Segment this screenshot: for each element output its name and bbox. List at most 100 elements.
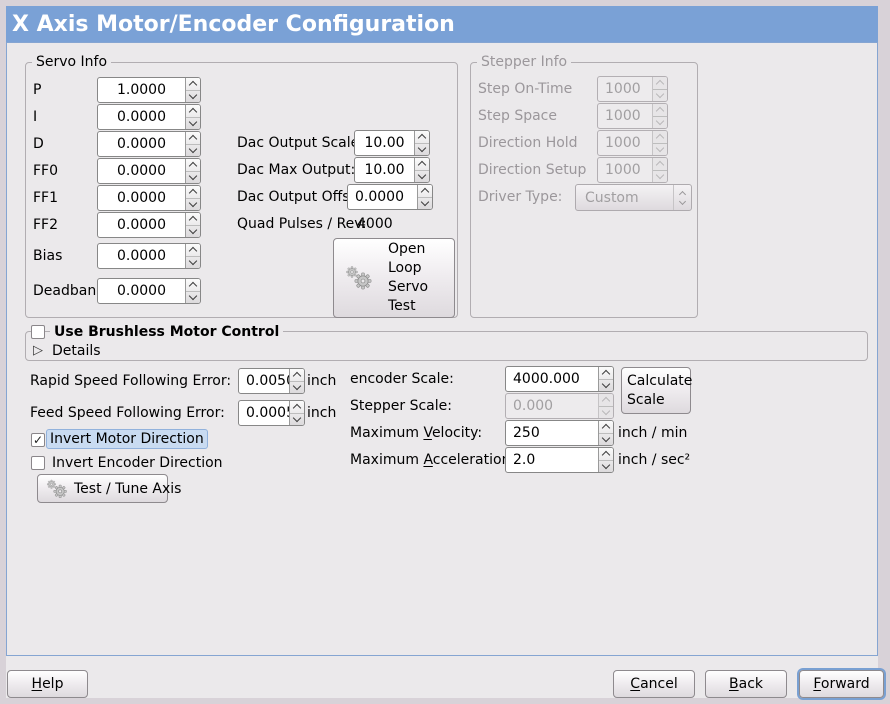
i-spinbox[interactable]: 0.0000 xyxy=(97,104,201,130)
spin-down-icon[interactable] xyxy=(415,171,429,183)
feed-error-spinbox[interactable]: 0.0005 xyxy=(238,400,305,426)
spin-buttons[interactable] xyxy=(185,244,200,268)
spin-up-icon[interactable] xyxy=(186,78,200,91)
spin-buttons[interactable] xyxy=(185,279,200,303)
max-accel-value[interactable]: 2.0 xyxy=(513,452,536,468)
p-value[interactable]: 1.0000 xyxy=(117,82,166,98)
test-tune-axis-button[interactable]: Test / Tune Axis xyxy=(37,474,181,503)
spin-down-icon[interactable] xyxy=(418,198,432,210)
feed-error-value[interactable]: 0.0005 xyxy=(246,405,289,421)
ff0-value[interactable]: 0.0000 xyxy=(117,163,166,179)
ff0-spinbox[interactable]: 0.0000 xyxy=(97,158,201,184)
d-value[interactable]: 0.0000 xyxy=(117,136,166,152)
spin-down-icon[interactable] xyxy=(599,461,613,473)
spin-buttons[interactable] xyxy=(598,421,613,445)
spin-down-icon[interactable] xyxy=(186,292,200,304)
spin-up-icon[interactable] xyxy=(186,132,200,145)
spin-down-icon[interactable] xyxy=(599,434,613,446)
spin-up-icon[interactable] xyxy=(599,367,613,380)
d-spinbox[interactable]: 0.0000 xyxy=(97,131,201,157)
details-label[interactable]: Details xyxy=(52,343,101,359)
spin-down-icon[interactable] xyxy=(186,118,200,130)
max-velocity-spinbox[interactable]: 250 xyxy=(505,420,614,446)
dac-output-scale-value[interactable]: 10.00 xyxy=(364,135,405,151)
use-brushless-checkbox[interactable] xyxy=(31,325,45,339)
spin-down-icon[interactable] xyxy=(186,226,200,238)
invert-encoder-checkbox[interactable] xyxy=(31,456,45,470)
deadband-spinbox[interactable]: 0.0000 xyxy=(97,278,201,304)
spin-buttons[interactable] xyxy=(185,105,200,129)
deadband-value[interactable]: 0.0000 xyxy=(117,283,166,299)
spin-buttons[interactable] xyxy=(414,131,429,155)
spin-down-icon[interactable] xyxy=(186,145,200,157)
encoder-scale-spinbox[interactable]: 4000.000 xyxy=(505,366,614,392)
spin-down-icon[interactable] xyxy=(290,414,304,426)
dac-output-scale-spinbox[interactable]: 10.00 xyxy=(354,130,430,156)
spin-down-icon[interactable] xyxy=(186,172,200,184)
spin-up-icon[interactable] xyxy=(186,213,200,226)
ff1-value[interactable]: 0.0000 xyxy=(117,190,166,206)
spin-up-icon[interactable] xyxy=(599,448,613,461)
dac-max-output-value[interactable]: 10.00 xyxy=(364,162,405,178)
spin-up-icon[interactable] xyxy=(186,279,200,292)
encoder-scale-value[interactable]: 4000.000 xyxy=(513,371,580,387)
i-value[interactable]: 0.0000 xyxy=(117,109,166,125)
invert-motor-checkbox[interactable]: ✓ xyxy=(31,433,45,447)
spin-buttons[interactable] xyxy=(414,158,429,182)
spin-buttons[interactable] xyxy=(185,213,200,237)
spin-buttons[interactable] xyxy=(417,185,432,209)
spin-buttons[interactable] xyxy=(598,367,613,391)
spin-buttons[interactable] xyxy=(185,159,200,183)
spin-buttons[interactable] xyxy=(185,78,200,102)
spin-up-icon[interactable] xyxy=(290,401,304,414)
invert-encoder-label[interactable]: Invert Encoder Direction xyxy=(52,455,223,471)
spin-up-icon[interactable] xyxy=(415,158,429,171)
ff2-spinbox[interactable]: 0.0000 xyxy=(97,212,201,238)
spin-up-icon[interactable] xyxy=(418,185,432,198)
gears-icon xyxy=(47,479,67,498)
ff1-spinbox[interactable]: 0.0000 xyxy=(97,185,201,211)
open-loop-servo-test-button[interactable]: Open Loop Servo Test xyxy=(333,238,455,318)
rapid-error-unit: inch xyxy=(307,373,337,389)
spin-up-icon[interactable] xyxy=(186,244,200,257)
spin-buttons[interactable] xyxy=(598,448,613,472)
bias-spinbox[interactable]: 0.0000 xyxy=(97,243,201,269)
spin-buttons[interactable] xyxy=(289,401,304,425)
spin-up-icon xyxy=(599,394,613,407)
expander-arrow-icon[interactable]: ▷ xyxy=(33,343,43,358)
invert-motor-label[interactable]: Invert Motor Direction xyxy=(46,429,208,449)
max-velocity-value[interactable]: 250 xyxy=(513,425,540,441)
spin-down-icon[interactable] xyxy=(599,380,613,392)
max-accel-spinbox[interactable]: 2.0 xyxy=(505,447,614,473)
bias-value[interactable]: 0.0000 xyxy=(117,248,166,264)
back-button[interactable]: Back xyxy=(705,670,787,698)
calculate-scale-button[interactable]: Calculate Scale xyxy=(621,367,692,414)
spin-down-icon[interactable] xyxy=(186,257,200,269)
spin-down-icon[interactable] xyxy=(186,91,200,103)
quad-pulses-value: 4000 xyxy=(357,216,393,232)
dac-output-offset-spinbox[interactable]: 0.0000 xyxy=(347,184,433,210)
spin-buttons[interactable] xyxy=(185,186,200,210)
p-spinbox[interactable]: 1.0000 xyxy=(97,77,201,103)
test-tune-axis-label: Test / Tune Axis xyxy=(74,480,182,497)
spin-down-icon[interactable] xyxy=(186,199,200,211)
rapid-error-value[interactable]: 0.0050 xyxy=(246,373,289,389)
cancel-button[interactable]: Cancel xyxy=(613,670,695,698)
help-button[interactable]: Help xyxy=(7,670,88,698)
spin-down-icon[interactable] xyxy=(290,382,304,394)
spin-up-icon[interactable] xyxy=(415,131,429,144)
spin-up-icon[interactable] xyxy=(599,421,613,434)
ff2-value[interactable]: 0.0000 xyxy=(117,217,166,233)
dac-output-offset-value[interactable]: 0.0000 xyxy=(355,189,404,205)
spin-up-icon[interactable] xyxy=(186,159,200,172)
spin-up-icon[interactable] xyxy=(186,186,200,199)
spin-up-icon[interactable] xyxy=(290,369,304,382)
spin-up-icon[interactable] xyxy=(186,105,200,118)
spin-down-icon[interactable] xyxy=(415,144,429,156)
forward-button[interactable]: Forward xyxy=(799,670,884,698)
dac-max-output-spinbox[interactable]: 10.00 xyxy=(354,157,430,183)
spin-buttons[interactable] xyxy=(289,369,304,393)
spin-buttons[interactable] xyxy=(185,132,200,156)
rapid-error-spinbox[interactable]: 0.0050 xyxy=(238,368,305,394)
stepper-scale-spinbox: 0.000 xyxy=(505,393,614,419)
